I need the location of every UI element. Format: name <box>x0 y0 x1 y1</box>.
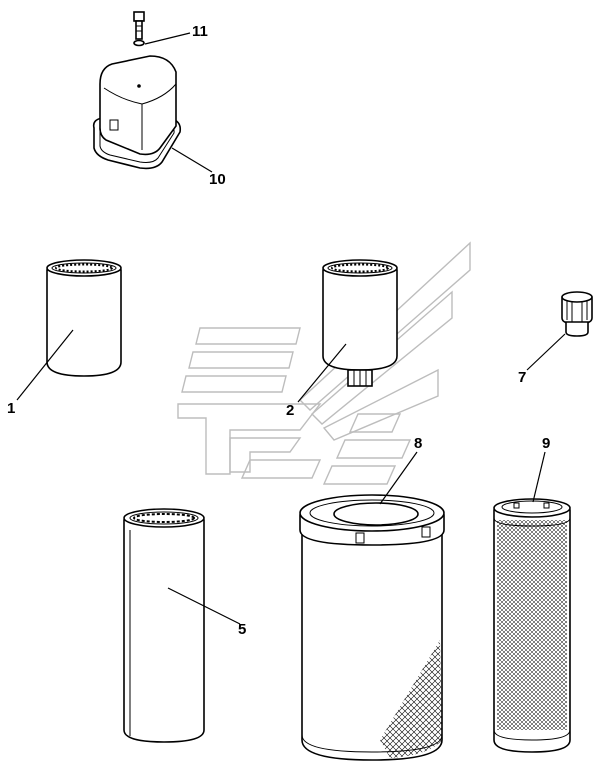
callout-1: 1 <box>7 400 15 417</box>
callout-2: 2 <box>286 402 294 419</box>
callout-10: 10 <box>209 171 226 188</box>
callout-11: 11 <box>192 23 208 40</box>
part-7-breather <box>561 291 593 337</box>
part-2-fuel-filter <box>322 259 398 387</box>
callout-5: 5 <box>238 621 246 638</box>
leader-lines <box>16 32 566 625</box>
callout-8: 8 <box>414 435 422 452</box>
part-11-bolt <box>133 11 145 47</box>
part-1-oil-filter <box>46 259 122 377</box>
callout-9: 9 <box>542 435 550 452</box>
part-8-air-filter-outer <box>299 494 445 761</box>
watermark-logo <box>177 241 471 485</box>
part-9-air-filter-inner <box>493 498 571 753</box>
callout-7: 7 <box>518 369 526 386</box>
part-5-hydraulic-filter <box>123 508 205 743</box>
part-10-cover <box>92 55 182 170</box>
